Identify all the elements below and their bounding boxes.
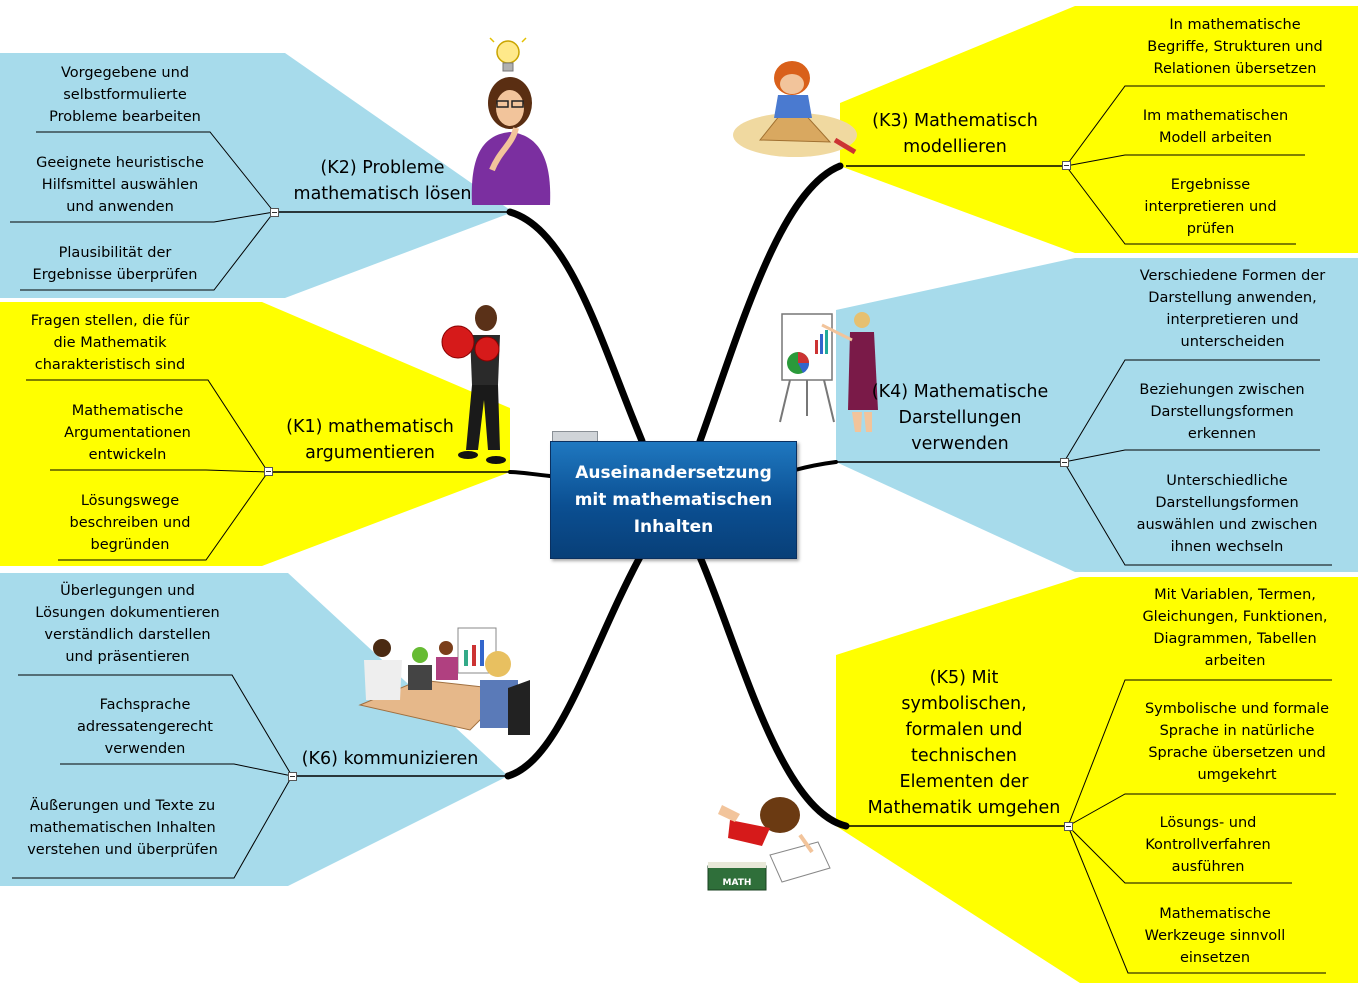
k6-item-1[interactable]: Überlegungen und Lösungen dokumentieren … — [35, 583, 220, 665]
connector-k4 — [793, 460, 838, 472]
k5-panel — [836, 577, 1358, 983]
math-book-label: MATH — [723, 878, 752, 888]
k1-item-1[interactable]: Fragen stellen, die für die Mathematik c… — [30, 313, 190, 373]
k6-item-2[interactable]: Fachsprache adressatengerecht verwenden — [77, 697, 213, 757]
k4-item-2[interactable]: Beziehungen zwischen Darstellungsformen … — [1139, 382, 1305, 442]
k4-label[interactable]: (K4) Mathematische Darstellungen verwend… — [871, 382, 1049, 454]
k5-collapse-toggle[interactable] — [1064, 822, 1073, 831]
k3-panel — [840, 6, 1358, 253]
math-student-icon: MATH — [707, 797, 831, 891]
connector-k6 — [504, 553, 644, 780]
meeting-people-icon — [358, 627, 530, 735]
k6-label[interactable]: (K6) kommunizieren — [301, 749, 479, 769]
k1-panel — [0, 302, 510, 566]
k1-item-3[interactable]: Lösungswege beschreiben und begründen — [69, 493, 191, 553]
k5-item-1[interactable]: Mit Variablen, Termen, Gleichungen, Funk… — [1142, 587, 1328, 669]
connector-k3 — [696, 162, 844, 445]
k4-item-3[interactable]: Unterschiedliche Darstellungsformen ausw… — [1136, 473, 1318, 555]
k3-collapse-toggle[interactable] — [1062, 161, 1071, 170]
k3-label[interactable]: (K3) Mathematisch modellieren — [872, 111, 1038, 157]
k1-label[interactable]: (K1) mathematisch argumentieren — [286, 417, 454, 463]
k2-item-1[interactable]: Vorgegebene und selbstformulierte Proble… — [49, 65, 201, 125]
thinking-woman-icon — [471, 77, 551, 205]
k4-item-1[interactable]: Verschiedene Formen der Darstellung anwe… — [1139, 268, 1326, 350]
center-node[interactable]: Auseinandersetzung mit mathematischen In… — [550, 441, 797, 559]
k2-item-3[interactable]: Plausibilität der Ergebnisse überprüfen — [32, 245, 198, 283]
k1-item-2[interactable]: Mathematische Argumentationen entwickeln — [64, 403, 191, 463]
sub-item-lines-right — [1063, 85, 1336, 974]
connector-k1 — [508, 470, 552, 478]
lightbulb-icon — [489, 37, 527, 72]
center-node-tab — [552, 431, 598, 443]
flipchart-presenter-icon — [779, 312, 878, 432]
branch-underlines — [268, 165, 1068, 827]
k5-item-2[interactable]: Symbolische und formale Sprache in natür… — [1144, 701, 1330, 783]
k6-collapse-toggle[interactable] — [288, 772, 297, 781]
k3-item-3[interactable]: Ergebnisse interpretieren und prüfen — [1144, 177, 1277, 237]
sandbox-child-icon — [733, 61, 857, 157]
k2-collapse-toggle[interactable] — [270, 208, 279, 217]
k3-item-1[interactable]: In mathematische Begriffe, Strukturen un… — [1147, 17, 1323, 77]
center-title: Auseinandersetzung mit mathematischen In… — [574, 462, 773, 537]
connector-k5 — [696, 553, 850, 830]
k6-item-3[interactable]: Äußerungen und Texte zu mathematischen I… — [27, 798, 218, 858]
k4-panel — [836, 258, 1358, 572]
k2-label[interactable]: (K2) Probleme mathematisch lösen — [293, 158, 472, 204]
k5-item-4[interactable]: Mathematische Werkzeuge sinnvoll einsetz… — [1144, 906, 1286, 966]
main-connectors — [504, 162, 850, 830]
k1-collapse-toggle[interactable] — [264, 467, 273, 476]
k6-panel — [0, 573, 508, 886]
k2-panel — [0, 53, 513, 298]
connector-k2 — [506, 208, 646, 445]
boxer-woman-icon — [441, 305, 506, 464]
k3-item-2[interactable]: Im mathematischen Modell arbeiten — [1142, 108, 1289, 146]
k5-item-3[interactable]: Lösungs- und Kontrollverfahren ausführen — [1145, 815, 1271, 875]
k4-collapse-toggle[interactable] — [1060, 458, 1069, 467]
sub-item-lines-left — [10, 131, 293, 879]
k2-item-2[interactable]: Geeignete heuristische Hilfsmittel auswä… — [36, 155, 204, 215]
k5-label[interactable]: (K5) Mit symbolischen, formalen und tech… — [867, 668, 1061, 818]
